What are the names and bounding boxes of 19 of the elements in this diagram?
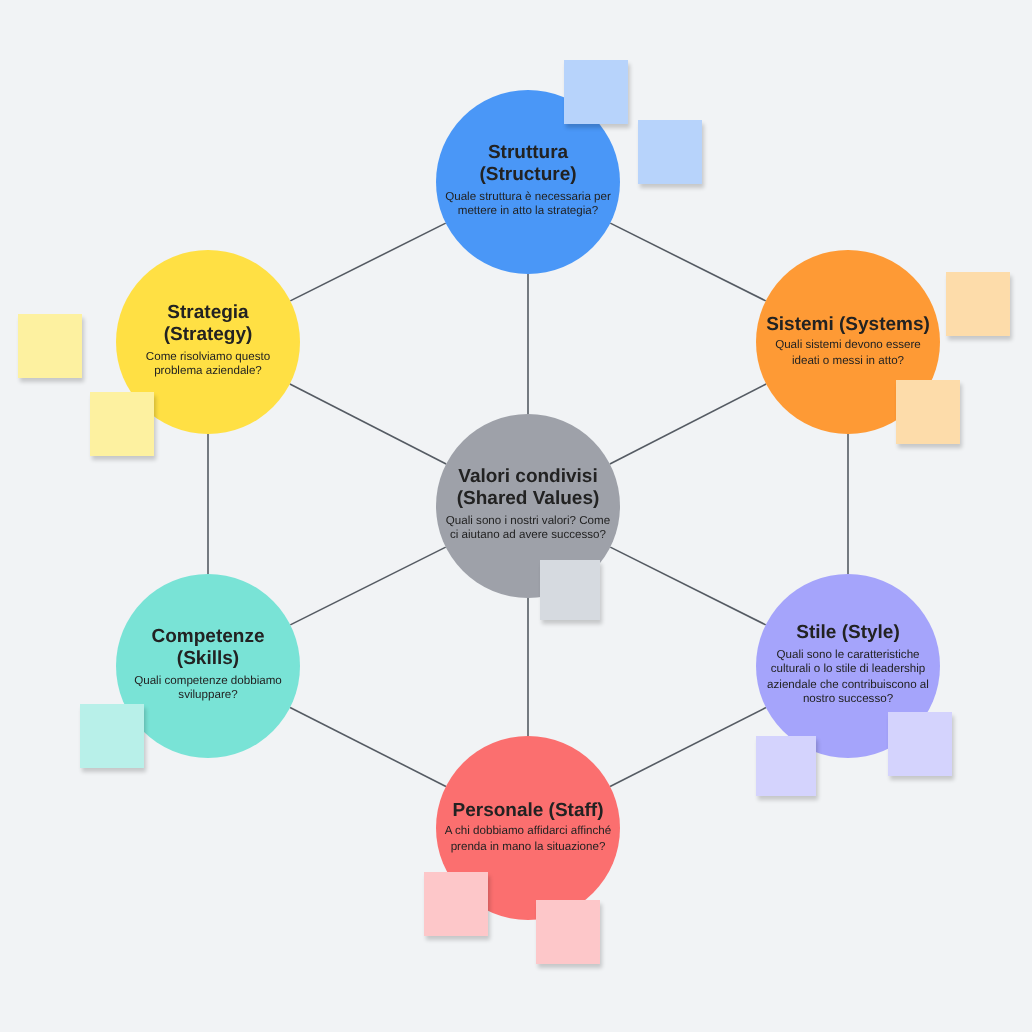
connector-line bbox=[289, 706, 447, 788]
circle-title: Stile (Style) bbox=[796, 622, 900, 646]
connector-line bbox=[527, 597, 529, 737]
connector-line bbox=[207, 433, 209, 575]
connector-line bbox=[527, 273, 529, 415]
connector-line bbox=[289, 222, 447, 302]
circle-title: Sistemi (Systems) bbox=[766, 313, 930, 337]
connector-line bbox=[609, 383, 767, 465]
circle-title: Valori condivisi (Shared Values) bbox=[454, 466, 602, 512]
connector-line bbox=[847, 433, 849, 575]
circle-title: Personale (Staff) bbox=[452, 799, 604, 823]
connector-line bbox=[609, 222, 767, 302]
connector-line bbox=[609, 546, 767, 626]
connector-line bbox=[289, 383, 447, 465]
connector-line bbox=[289, 546, 447, 626]
circle-title: Competenze (Skills) bbox=[149, 626, 267, 672]
circle-title: Strategia (Strategy) bbox=[161, 302, 255, 348]
connector-line bbox=[609, 706, 767, 788]
circle-title: Struttura (Structure) bbox=[477, 142, 579, 188]
